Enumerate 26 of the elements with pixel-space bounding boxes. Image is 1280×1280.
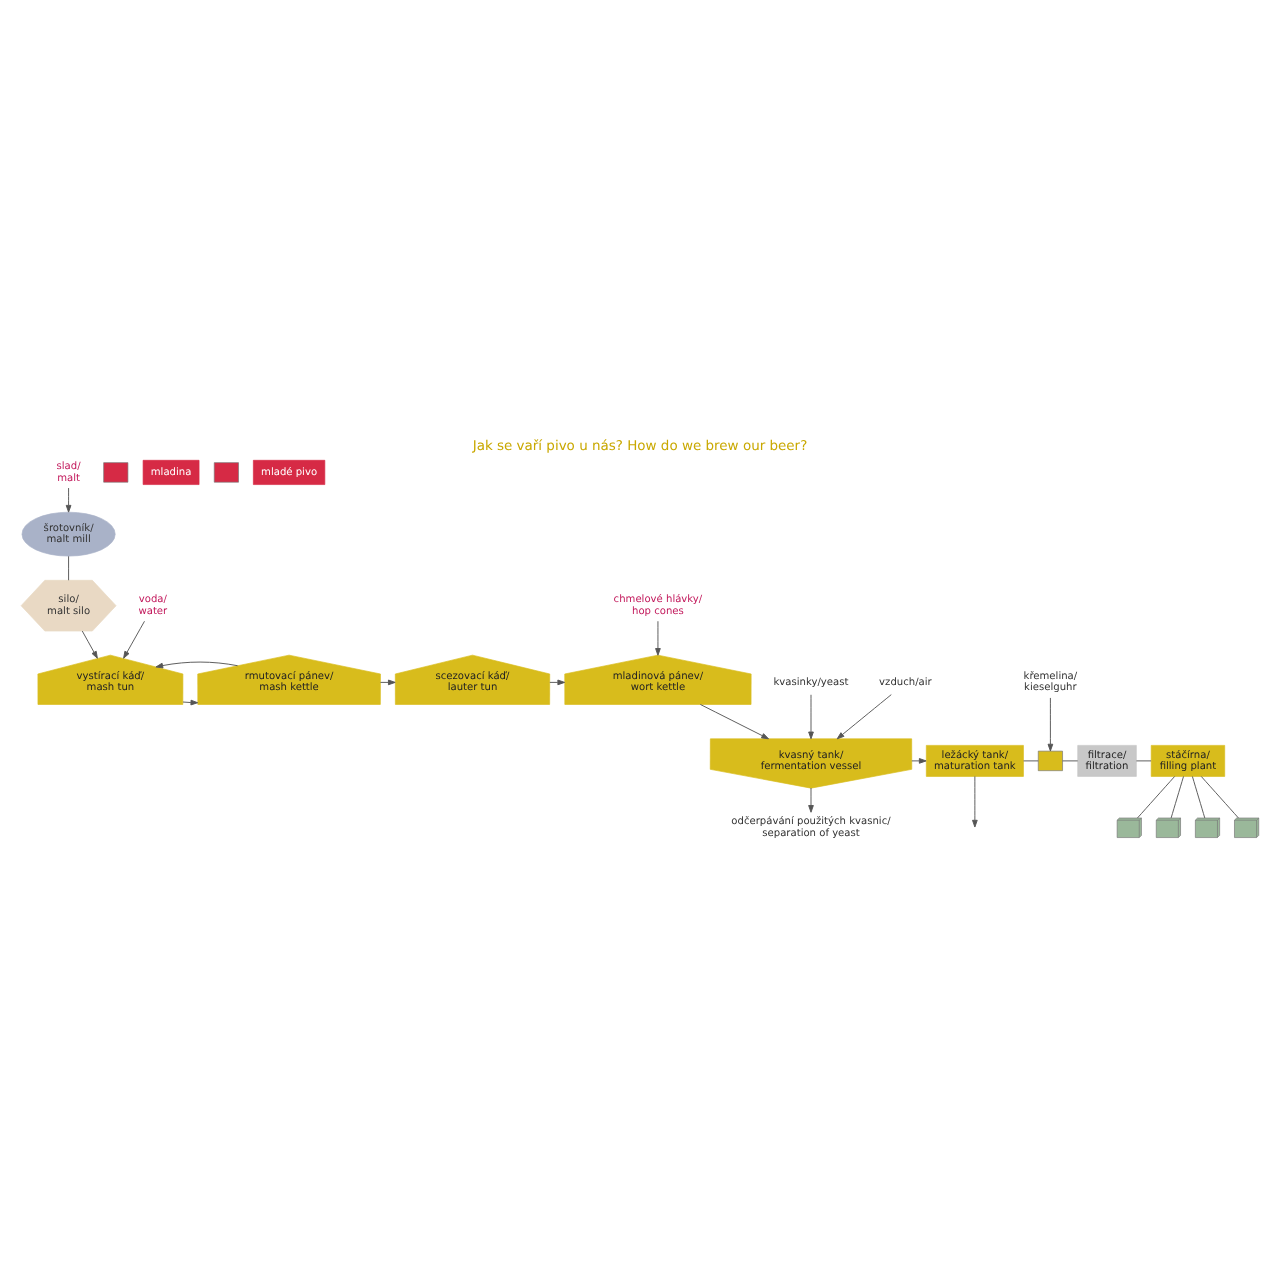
connector <box>68 555 70 581</box>
connector <box>1200 775 1239 819</box>
connector <box>1023 760 1039 762</box>
connector <box>1170 775 1184 819</box>
arrow <box>379 679 396 686</box>
arrow <box>699 704 769 740</box>
arrow <box>655 620 661 656</box>
connector <box>1135 760 1152 762</box>
connector <box>1191 775 1206 819</box>
arrow <box>911 758 927 764</box>
arrow <box>81 630 98 659</box>
arrow <box>155 661 239 669</box>
node-box <box>1037 750 1063 771</box>
connector <box>1062 760 1079 762</box>
arrow <box>1047 697 1054 752</box>
connector <box>1137 775 1176 819</box>
arrow <box>808 694 814 740</box>
arrow <box>549 679 566 686</box>
arrow <box>836 694 892 740</box>
arrow <box>972 775 978 828</box>
node-bar <box>213 462 239 483</box>
arrow <box>65 487 72 513</box>
arrow <box>182 699 199 706</box>
arrow <box>123 620 145 659</box>
node-bar <box>103 462 129 483</box>
arrow <box>808 787 814 813</box>
